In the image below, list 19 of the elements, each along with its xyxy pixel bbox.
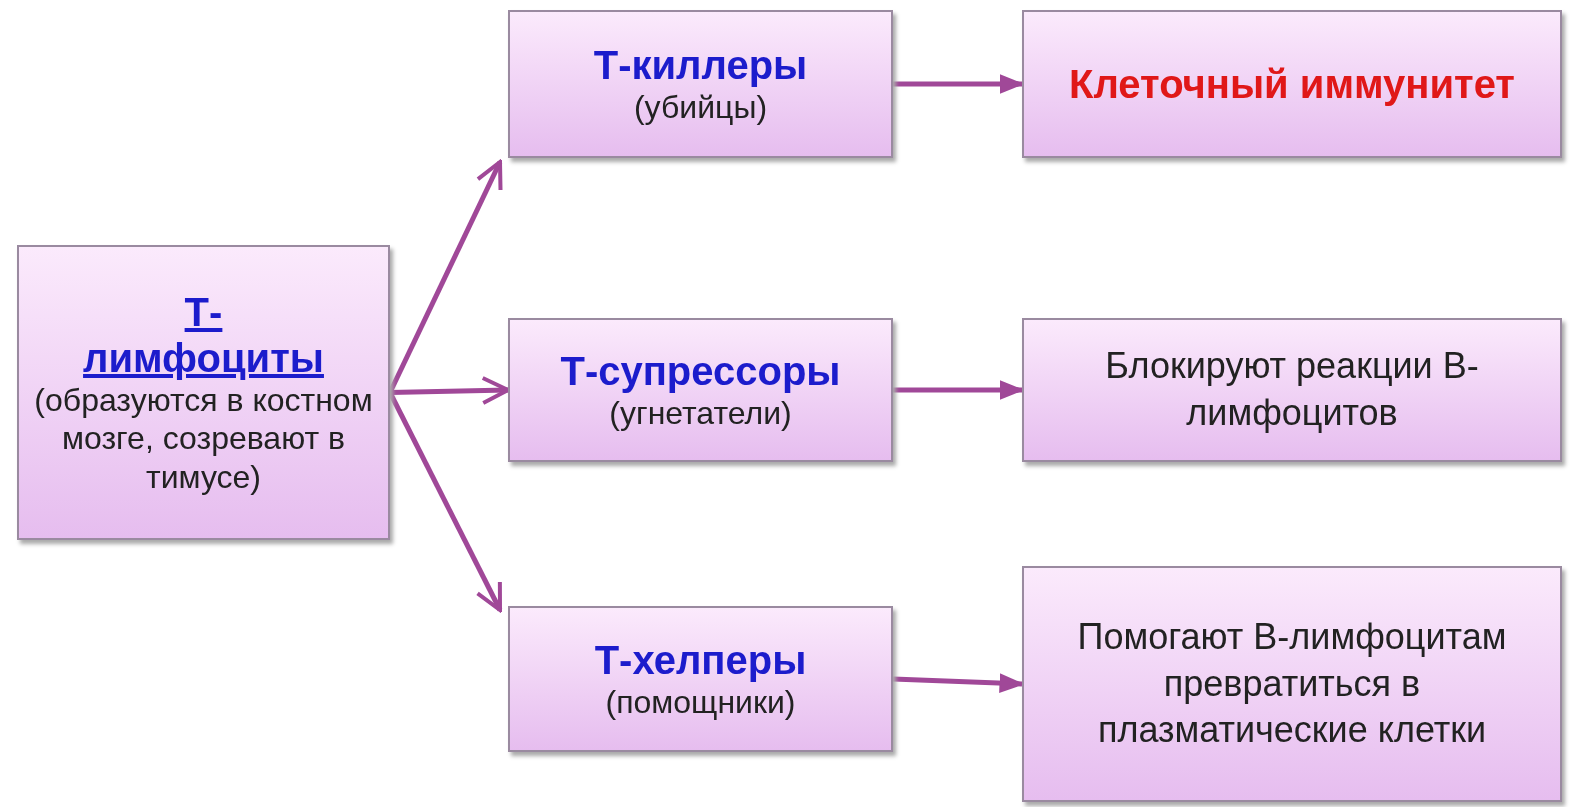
arrow: [389, 376, 510, 406]
process-box: [508, 606, 893, 752]
process-box: [1022, 318, 1562, 462]
process-box: [508, 10, 893, 158]
box-text: (угнетатели): [609, 393, 792, 433]
box-text: Блокируют реакции В-лимфоцитов: [1104, 344, 1480, 435]
process-box: [508, 318, 893, 462]
process-box: [1022, 10, 1562, 158]
process-box: [17, 245, 390, 540]
box-title: Т-киллеры: [593, 41, 808, 88]
box-text: (образуются в костном мозге, созревают в тимусе): [33, 380, 374, 497]
box-text: Помогают В-лимфоцитам превратиться в плазматические клетки: [1076, 614, 1508, 753]
box-title: Т-супрессоры: [560, 347, 841, 394]
box-title: Т-лимфоциты: [82, 288, 325, 381]
box-text: (убийцы): [633, 87, 768, 127]
process-box: [1022, 566, 1562, 802]
box-title: Т-хелперы: [594, 636, 807, 683]
box-text: Клеточный иммунитет: [1069, 61, 1515, 108]
box-text: (помощники): [605, 682, 796, 722]
